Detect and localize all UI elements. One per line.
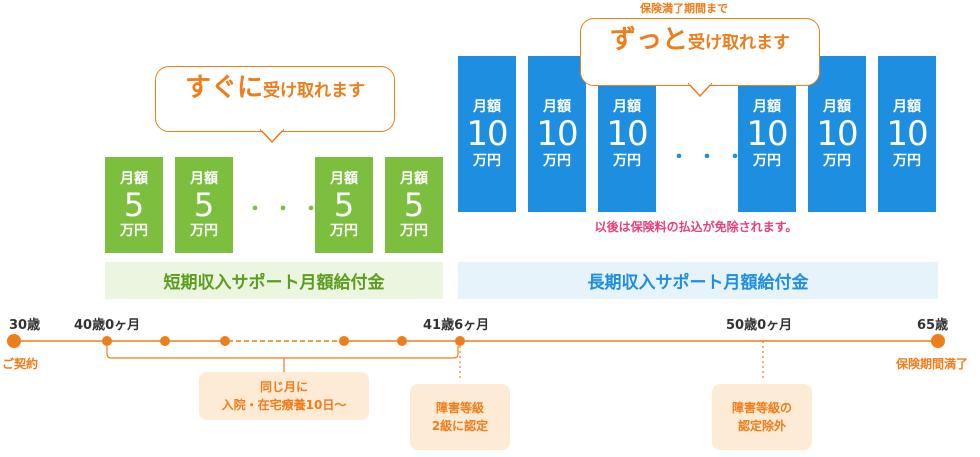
short-ellipsis: ・・・ — [246, 199, 330, 220]
box-label: 月額 — [543, 99, 571, 115]
timeline-end-dot — [931, 334, 945, 348]
short-benefit-box: 月額 5 万円 — [105, 157, 163, 253]
short-benefit-box: 月額 5 万円 — [175, 157, 233, 253]
box-amount: 10 — [886, 114, 928, 154]
bubble-emphasis: ずっと — [609, 25, 688, 55]
box-label: 月額 — [330, 171, 358, 187]
box-unit: 万円 — [613, 153, 641, 169]
long-benefit-box: 月額 10 万円 — [878, 56, 936, 212]
contract-label: ご契約 — [2, 357, 39, 371]
bubble-text: 受け取れます — [263, 81, 365, 101]
box-unit: 万円 — [330, 223, 358, 239]
age-50: 50歳0ヶ月 — [726, 318, 793, 333]
box-unit: 万円 — [190, 223, 218, 239]
bubble-tail-icon — [260, 129, 284, 143]
premium-waiver-arrow-icon — [458, 214, 936, 238]
box-amount: 5 — [123, 186, 145, 224]
note-excluded: 障害等級の 認定除外 — [712, 384, 812, 450]
timeline-dot — [220, 336, 230, 346]
box-label: 月額 — [753, 99, 781, 115]
box-label: 月額 — [400, 171, 428, 187]
timeline-line — [14, 340, 938, 380]
box-unit: 万円 — [120, 223, 148, 239]
box-label: 月額 — [823, 99, 851, 115]
box-amount: 10 — [746, 114, 788, 154]
timeline-dot — [455, 336, 465, 346]
long-ellipsis: ・・・ — [670, 147, 754, 168]
long-benefit-box: 月額 10 万円 — [528, 56, 586, 212]
note-line: 同じ月に — [259, 380, 308, 394]
timeline-dot — [102, 336, 112, 346]
bubble-emphasis: すぐに — [184, 73, 263, 103]
note-hospital: 同じ月に 入院・在宅療養10日〜 — [199, 372, 369, 420]
box-amount: 10 — [536, 114, 578, 154]
top-caption: 保険満了期間まで — [640, 2, 728, 15]
bubble-tail-icon — [688, 83, 712, 97]
note-grade2: 障害等級 2級に認定 — [410, 384, 510, 450]
age-40: 40歳0ヶ月 — [74, 318, 141, 333]
note-line: 認定除外 — [737, 419, 786, 433]
bubble-text: 受け取れます — [688, 33, 790, 53]
expiry-label: 保険期間満了 — [896, 357, 969, 371]
band-short-term: 短期収入サポート月額給付金 — [105, 262, 443, 299]
note-line: 障害等級 — [435, 401, 484, 415]
long-benefit-box: 月額 10 万円 — [808, 56, 866, 212]
box-amount: 10 — [466, 114, 508, 154]
timeline-dot — [160, 336, 170, 346]
age-41-6: 41歳6ヶ月 — [423, 318, 490, 333]
note-line: 入院・在宅療養10日〜 — [221, 398, 347, 412]
box-amount: 5 — [403, 186, 425, 224]
timeline-dot — [339, 336, 349, 346]
age-65: 65歳 — [917, 318, 949, 333]
box-amount: 10 — [606, 114, 648, 154]
short-benefit-box: 月額 5 万円 — [385, 157, 443, 253]
band-long-term: 長期収入サポート月額給付金 — [458, 262, 938, 299]
box-label: 月額 — [120, 171, 148, 187]
box-label: 月額 — [613, 99, 641, 115]
box-unit: 万円 — [893, 153, 921, 169]
box-amount: 5 — [193, 186, 215, 224]
timeline-dot — [397, 336, 407, 346]
box-unit: 万円 — [753, 153, 781, 169]
note-line: 障害等級の — [731, 401, 792, 415]
box-label: 月額 — [190, 171, 218, 187]
timeline-start-dot — [7, 334, 21, 348]
box-unit: 万円 — [823, 153, 851, 169]
note-line: 2級に認定 — [431, 419, 489, 433]
premium-waiver-text: 以後は保険料の払込が免除されます。 — [594, 219, 798, 234]
box-amount: 5 — [333, 186, 355, 224]
box-label: 月額 — [473, 99, 501, 115]
box-unit: 万円 — [543, 153, 571, 169]
short-benefit-box: 月額 5 万円 — [315, 157, 373, 253]
box-unit: 万円 — [400, 223, 428, 239]
age-30: 30歳 — [9, 318, 41, 333]
long-benefit-box: 月額 10 万円 — [458, 56, 516, 212]
speech-bubble-short: すぐに 受け取れます — [155, 66, 395, 132]
box-label: 月額 — [893, 99, 921, 115]
box-unit: 万円 — [473, 153, 501, 169]
speech-bubble-long: ずっと 受け取れます — [580, 18, 820, 86]
box-amount: 10 — [816, 114, 858, 154]
